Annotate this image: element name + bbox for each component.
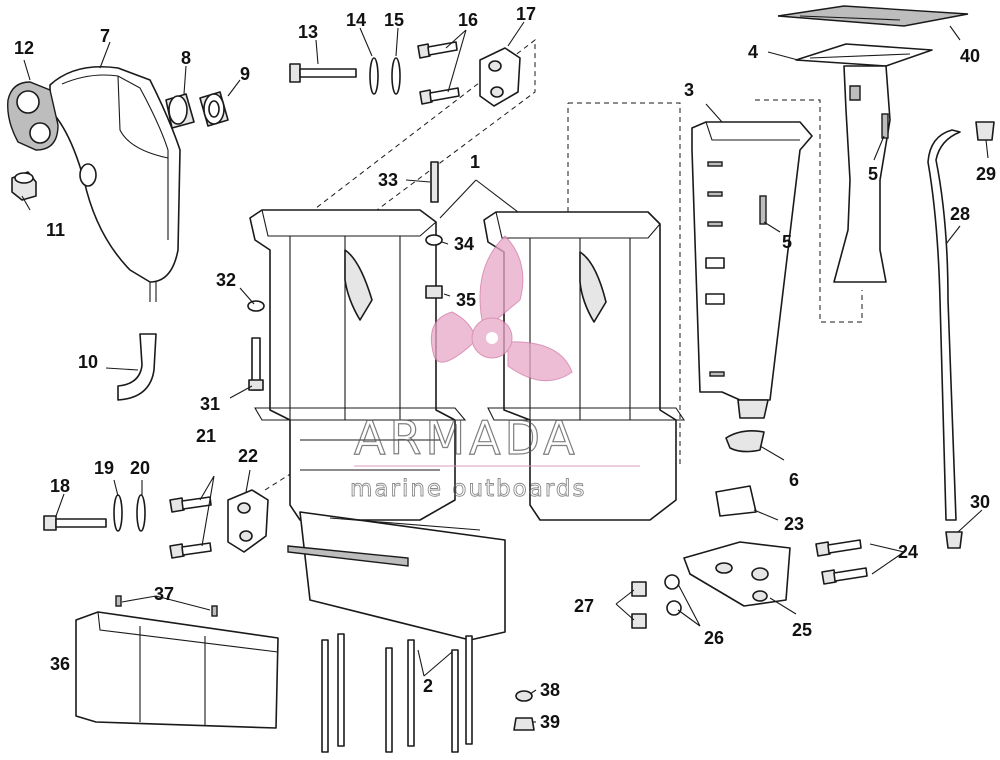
callout-4: 4 — [748, 42, 758, 62]
part-13-bolt — [289, 63, 357, 83]
part-22-bracket — [227, 489, 269, 553]
callout-7: 7 — [100, 26, 110, 46]
callout-16: 16 — [458, 10, 478, 30]
callout-10: 10 — [78, 352, 98, 372]
part-3-exhaust-tube — [691, 121, 813, 419]
callout-35: 35 — [456, 290, 476, 310]
callout-labels: 1 2 3 4 5 5 6 7 8 9 10 11 12 13 14 15 16… — [14, 4, 996, 732]
part-29-clip — [975, 121, 995, 141]
lower-plate-lip — [287, 545, 409, 567]
part-31-bolt — [248, 337, 264, 391]
callout-8: 8 — [181, 48, 191, 68]
callout-27: 27 — [574, 596, 594, 616]
part-15-washer — [391, 57, 401, 95]
watermark-tagline: marine outboards — [350, 476, 586, 502]
callout-40: 40 — [960, 46, 980, 66]
callout-14: 14 — [346, 10, 366, 30]
callout-19: 19 — [94, 458, 114, 478]
armada-watermark: ARMADA marine outboards — [350, 235, 640, 502]
part-36-lower-cover — [75, 611, 279, 729]
callout-2: 2 — [423, 676, 433, 696]
part-28-tube — [927, 129, 961, 521]
part-33-stud — [430, 161, 439, 203]
part-32-washer — [247, 300, 265, 312]
part-12-gasket — [7, 81, 59, 151]
part-10-hose — [117, 333, 157, 401]
part-27-nuts — [631, 581, 647, 629]
part-18-bolt — [43, 515, 107, 531]
callout-21: 21 — [196, 426, 216, 446]
callout-15: 15 — [384, 10, 404, 30]
callout-3: 3 — [684, 80, 694, 100]
callout-9: 9 — [240, 64, 250, 84]
part-24-bolts — [815, 539, 868, 585]
part-2-studs — [321, 633, 473, 753]
callout-34: 34 — [454, 234, 474, 254]
part-25-mount — [683, 541, 791, 607]
propeller-logo — [430, 235, 573, 382]
part-20-washer — [136, 494, 146, 532]
callout-25: 25 — [792, 620, 812, 640]
callout-13: 13 — [298, 22, 318, 42]
callout-20: 20 — [130, 458, 150, 478]
callout-24: 24 — [898, 542, 918, 562]
callout-33: 33 — [378, 170, 398, 190]
callout-29: 29 — [976, 164, 996, 184]
callout-39: 39 — [540, 712, 560, 732]
part-40-gasket — [777, 5, 969, 27]
part-11-fitting — [11, 171, 37, 201]
callout-38: 38 — [540, 680, 560, 700]
part-5-pin-a — [881, 113, 889, 139]
callout-36: 36 — [50, 654, 70, 674]
part-21-bolts — [169, 496, 212, 559]
part-1-housing-left — [249, 209, 467, 521]
callout-18: 18 — [50, 476, 70, 496]
part-16-bolts — [417, 41, 460, 105]
part-30-clip — [945, 531, 963, 549]
callout-23: 23 — [784, 514, 804, 534]
callout-30: 30 — [970, 492, 990, 512]
callout-17: 17 — [516, 4, 536, 24]
callout-6: 6 — [789, 470, 799, 490]
callout-22: 22 — [238, 446, 258, 466]
callout-32: 32 — [216, 270, 236, 290]
part-8-grommet — [165, 93, 195, 129]
callout-28: 28 — [950, 204, 970, 224]
part-7-cover — [49, 65, 181, 302]
part-17-bracket — [479, 47, 521, 107]
part-4-adapter — [795, 43, 933, 283]
callout-31: 31 — [200, 394, 220, 414]
watermark-brand: ARMADA — [354, 411, 579, 465]
callout-12: 12 — [14, 38, 34, 58]
lower-mount-plate — [299, 511, 506, 641]
callout-1: 1 — [470, 152, 480, 172]
part-23-block — [715, 485, 757, 517]
part-37-pins — [115, 595, 218, 617]
part-35-nut — [425, 285, 443, 299]
part-5-pin-b — [759, 195, 767, 225]
part-14-washer — [369, 57, 379, 95]
part-38-washer — [515, 690, 533, 702]
leader-lines — [21, 21, 989, 723]
callout-37: 37 — [154, 584, 174, 604]
part-34-washer — [425, 234, 443, 246]
callout-5a: 5 — [868, 164, 878, 184]
callout-11: 11 — [46, 220, 65, 240]
part-39-nut — [513, 717, 535, 731]
part-26-washers — [664, 574, 682, 616]
part-19-washer — [113, 494, 123, 532]
part-9-grommet — [199, 91, 229, 127]
callout-5b: 5 — [782, 232, 792, 252]
callout-26: 26 — [704, 628, 724, 648]
part-6-cap — [725, 430, 765, 453]
